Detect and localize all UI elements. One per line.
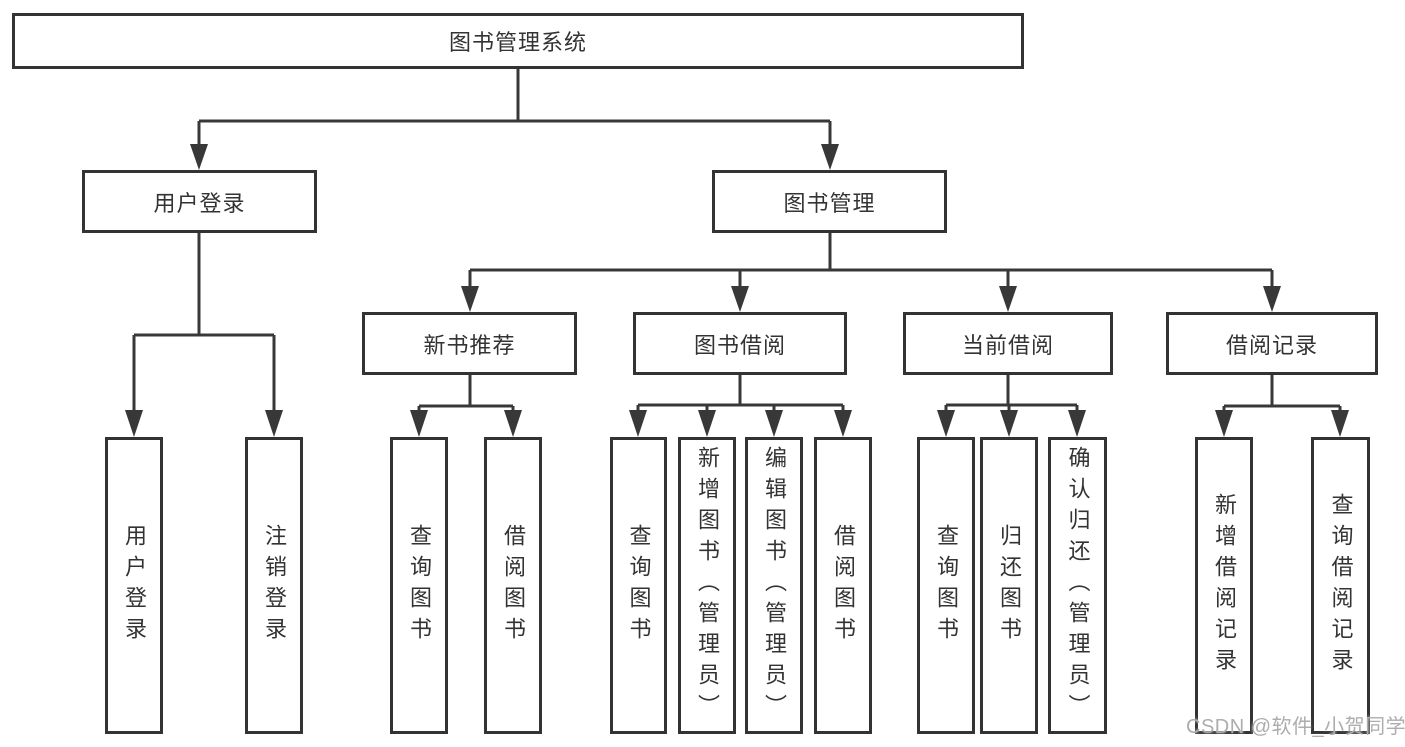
node-label: 图书借阅 (693, 332, 786, 358)
node-book-management: 图书管理 (712, 170, 947, 233)
node-leaf-logout: 注销登录 (245, 437, 303, 734)
node-label: 编辑图书（管理员） (762, 446, 787, 725)
connector-line (417, 375, 515, 412)
arrowhead-down (1000, 410, 1018, 437)
node-user-login-branch: 用户登录 (82, 170, 317, 233)
node-label: 借阅图书 (501, 523, 526, 648)
arrowhead-down (731, 286, 749, 312)
node-label: 新增借阅记录 (1212, 492, 1237, 679)
node-label: 查询图书 (626, 523, 652, 648)
arrowhead-down (265, 410, 283, 437)
node-leaf-user-login: 用户登录 (105, 437, 163, 734)
node-label: 用户登录 (153, 190, 246, 216)
connector-borrowing-records (1215, 375, 1349, 437)
connector-line (944, 375, 1079, 412)
arrowhead-down (821, 144, 839, 170)
node-label: 借阅记录 (1225, 332, 1318, 358)
node-book-borrowing: 图书借阅 (633, 312, 847, 375)
connector-line (197, 69, 832, 146)
arrowhead-down (1263, 286, 1281, 312)
node-label: 查询图书 (407, 523, 432, 648)
node-leaf-query-books-current: 查询图书 (917, 437, 975, 734)
node-label: 新增图书（管理员） (695, 446, 720, 725)
connector-current-borrowing (937, 375, 1086, 437)
arrowhead-down (698, 410, 716, 437)
node-leaf-borrow-books: 借阅图书 (814, 437, 872, 734)
arrowhead-down (1331, 410, 1349, 437)
arrowhead-down (765, 410, 783, 437)
csdn-watermark: CSDN @软件_小贺同学 (1186, 716, 1405, 738)
node-leaf-query-books-recommend: 查询图书 (390, 437, 448, 734)
node-leaf-confirm-return-admin: 确认归还（管理员） (1048, 437, 1107, 734)
node-label: 用户登录 (122, 523, 147, 648)
node-current-borrowing: 当前借阅 (903, 312, 1113, 375)
arrowhead-down (1068, 410, 1086, 437)
connector-line (636, 375, 845, 412)
node-label: 图书管理系统 (448, 30, 587, 55)
node-leaf-edit-books-admin: 编辑图书（管理员） (745, 437, 803, 734)
node-leaf-borrow-books-recommend: 借阅图书 (484, 437, 542, 734)
node-label: 归还图书 (997, 523, 1022, 648)
arrowhead-down (629, 410, 647, 437)
connector-line (468, 233, 1274, 288)
node-library-system: 图书管理系统 (12, 13, 1024, 69)
node-leaf-query-books-borrowing: 查询图书 (610, 437, 667, 734)
node-label: 确认归还（管理员） (1065, 446, 1091, 725)
arrowhead-down (1215, 410, 1233, 437)
node-label: 当前借阅 (961, 332, 1054, 358)
connector-user-login (125, 233, 283, 437)
connector-line (1222, 375, 1342, 412)
node-new-book-recommend: 新书推荐 (362, 312, 577, 375)
node-label: 注销登录 (262, 523, 287, 648)
connector-root (190, 69, 839, 170)
connector-line (132, 233, 276, 412)
arrowhead-down (937, 410, 955, 437)
node-label: 新书推荐 (423, 332, 516, 358)
node-leaf-return-books: 归还图书 (980, 437, 1038, 734)
node-label: 查询图书 (934, 523, 959, 648)
node-borrowing-records: 借阅记录 (1166, 312, 1378, 375)
arrowhead-down (461, 286, 479, 312)
arrowhead-down (410, 410, 428, 437)
node-leaf-query-borrow-record: 查询借阅记录 (1311, 437, 1370, 734)
arrowhead-down (125, 410, 143, 437)
arrowhead-down (190, 144, 208, 170)
node-label: 查询借阅记录 (1328, 492, 1354, 679)
arrowhead-down (834, 410, 852, 437)
node-label: 借阅图书 (831, 523, 856, 648)
arrowhead-down (504, 410, 522, 437)
connector-new-book-recommend (410, 375, 522, 437)
connector-book-management (461, 233, 1281, 312)
connector-book-borrowing (629, 375, 852, 437)
node-label: 图书管理 (783, 190, 876, 216)
arrowhead-down (999, 286, 1017, 312)
node-leaf-add-borrow-record: 新增借阅记录 (1195, 437, 1253, 734)
node-leaf-add-books-admin: 新增图书（管理员） (678, 437, 736, 734)
